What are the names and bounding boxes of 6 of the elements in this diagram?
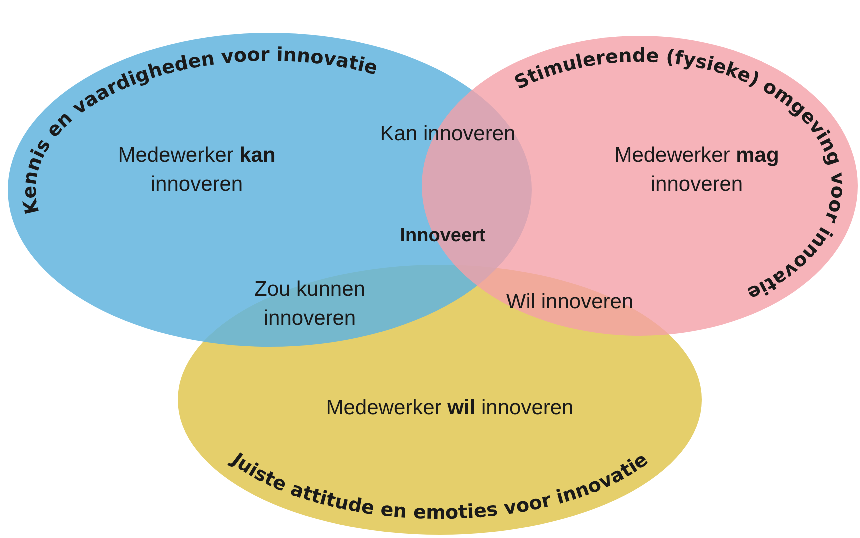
region-text: Medewerker wil innoveren: [325, 396, 575, 422]
overlap-label: Kan innoveren: [379, 122, 517, 148]
overlap-label: Zou kunnen innoveren: [254, 277, 366, 332]
overlap-label: Wil innoveren: [505, 290, 635, 316]
region-text: Medewerker kan innoveren: [117, 143, 277, 198]
overlap-label: Innoveert: [399, 224, 487, 248]
